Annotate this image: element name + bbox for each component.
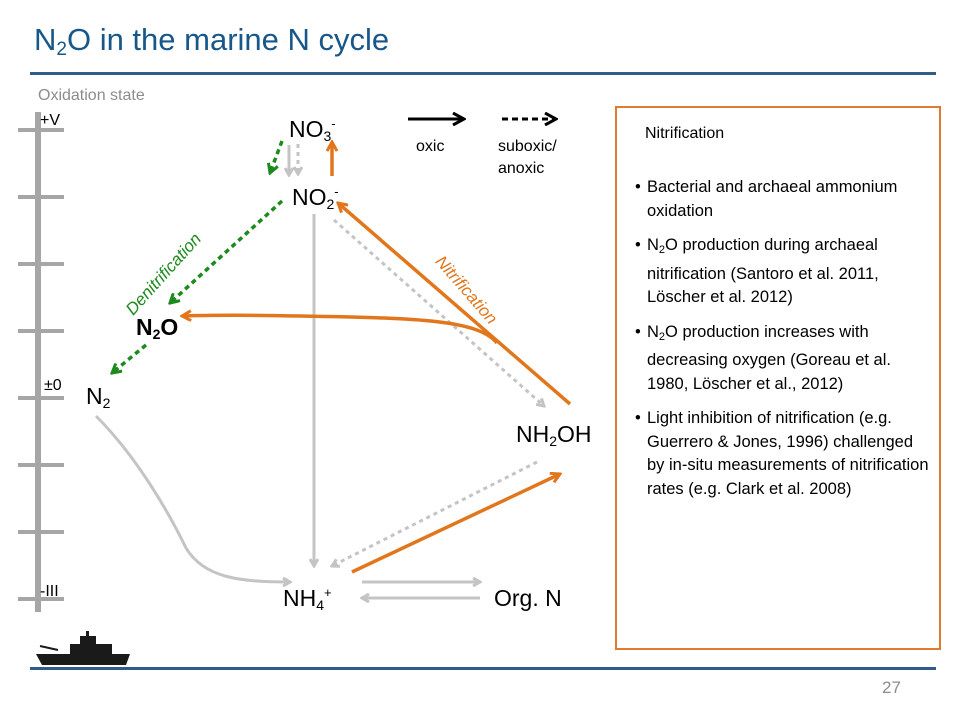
arrow-nh2oh-to-no2 (338, 203, 572, 406)
species-dinitrogen: N2 (86, 383, 111, 411)
oxidation-scale (18, 112, 64, 612)
ship-icon (36, 631, 130, 665)
page-number: 27 (882, 678, 901, 697)
nitrification-info-box: Nitrification Bacterial and archaeal amm… (615, 106, 941, 650)
arrow-n2o-to-n2-denit (112, 343, 148, 373)
bottom-rule (30, 667, 936, 670)
info-bullet-4: Light inhibition of nitrification (e.g. … (635, 407, 931, 501)
arrow-no3-to-no2-denit (270, 140, 284, 173)
axis-title: Oxidation state (38, 87, 145, 104)
arrow-nh2oh-to-nh4-dotted (332, 460, 538, 566)
info-heading: Nitrification (645, 125, 725, 142)
scale-label-minus-three: -III (40, 583, 59, 600)
species-ammonium: NH4+ (283, 585, 332, 613)
slide-title: N2O in the marine N cycle (34, 22, 390, 60)
legend-suboxic-label: suboxic/anoxic (498, 138, 557, 177)
arrow-nh4-to-nh2oh (351, 474, 560, 574)
scale-label-zero: ±0 (44, 377, 62, 394)
species-nitrite: NO2- (292, 184, 339, 212)
scale-label-plus-five: +V (40, 112, 61, 129)
arrow-n2-to-nh4 (94, 414, 290, 582)
species-organic-n: Org. N (494, 585, 562, 611)
species-hydroxylamine: NH2OH (516, 421, 592, 449)
legend-oxic-label: oxic (416, 138, 445, 155)
info-bullet-2: N2O production during archaeal nitrifica… (635, 234, 931, 310)
arrow-nitrification-to-n2o (182, 315, 499, 345)
info-bullet-1: Bacterial and archaeal ammonium oxidatio… (635, 176, 931, 223)
arrow-no2-to-n2o-denit (170, 199, 284, 303)
species-nitrate: NO3- (289, 116, 336, 144)
top-rule (30, 72, 936, 75)
info-bullet-list: Bacterial and archaeal ammonium oxidatio… (635, 176, 931, 512)
arrow-no2-to-nh2oh-dotted (333, 218, 544, 406)
species-nitrous-oxide: N2O (136, 314, 179, 342)
info-bullet-3: N2O production increases with decreasing… (635, 321, 931, 397)
